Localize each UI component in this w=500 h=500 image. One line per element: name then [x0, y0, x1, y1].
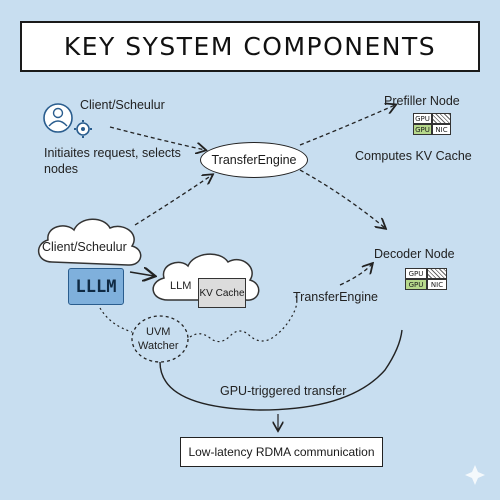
gpu-transfer-curve — [159, 329, 403, 411]
rdma-box: Low-latency RDMA communication — [180, 437, 383, 467]
arrow-cloud-to-engine — [134, 175, 212, 226]
prefill-gpu-chip-2: GPU — [413, 124, 432, 135]
dotted-path-wave — [189, 295, 298, 343]
decoder-nic-chip: NIC — [427, 279, 447, 290]
decoder-gpu-chip-2: GPU — [405, 279, 427, 290]
prefill-gpu-chip-1: GPU — [413, 113, 432, 124]
decoder-gpu-chip-1: GPU — [405, 268, 427, 279]
title-banner: KEY SYSTEM COMPONENTS — [20, 21, 480, 72]
page-title: KEY SYSTEM COMPONENTS — [63, 32, 437, 61]
uvm-watcher-circle — [131, 315, 189, 363]
transfer-engine-label: TransferEngine — [211, 153, 297, 167]
arrow-client-to-engine — [109, 126, 205, 150]
uvm-watcher-line1: UVM — [146, 326, 171, 338]
client-top-label: Client/Scheulur — [80, 98, 165, 112]
prefill-node-label: Prefiller Node — [384, 94, 460, 108]
arrow-path-to-decoder — [339, 264, 372, 286]
arrow-llm-to-kv — [129, 272, 154, 276]
uvm-watcher-line2: Watcher — [138, 340, 179, 352]
transfer-engine-path-label: TransferEngine — [293, 290, 378, 304]
rdma-label: Low-latency RDMA communication — [188, 445, 375, 459]
prefill-hatch-chip — [432, 113, 451, 124]
decoder-node-label: Decoder Node — [374, 247, 455, 261]
arrow-engine-to-prefill — [299, 105, 395, 146]
client-cloud-label: Client/Scheulur — [42, 240, 127, 254]
kv-cache-label: KV Cache — [199, 287, 245, 299]
llm-box-label: LLLM — [75, 276, 117, 297]
client-cloud — [38, 218, 142, 266]
user-gear-icon — [43, 103, 92, 138]
sparkle-icon — [465, 465, 485, 485]
gpu-transfer-label: GPU-triggered transfer — [220, 384, 347, 398]
kv-cache-box: KV Cache — [198, 278, 246, 308]
llm-box: LLLM — [68, 268, 124, 305]
dotted-path-watcher — [99, 307, 133, 333]
arrow-engine-to-decoder — [299, 169, 385, 228]
decoder-hatch-chip — [427, 268, 447, 279]
transfer-engine-node: TransferEngine — [200, 142, 308, 178]
kv-cloud-llm-label: LLM — [170, 280, 192, 292]
prefill-node-description: Computes KV Cache — [355, 149, 472, 163]
client-top-description: Initiaites request, selects nodes — [44, 146, 181, 176]
prefill-nic-chip: NIC — [432, 124, 451, 135]
